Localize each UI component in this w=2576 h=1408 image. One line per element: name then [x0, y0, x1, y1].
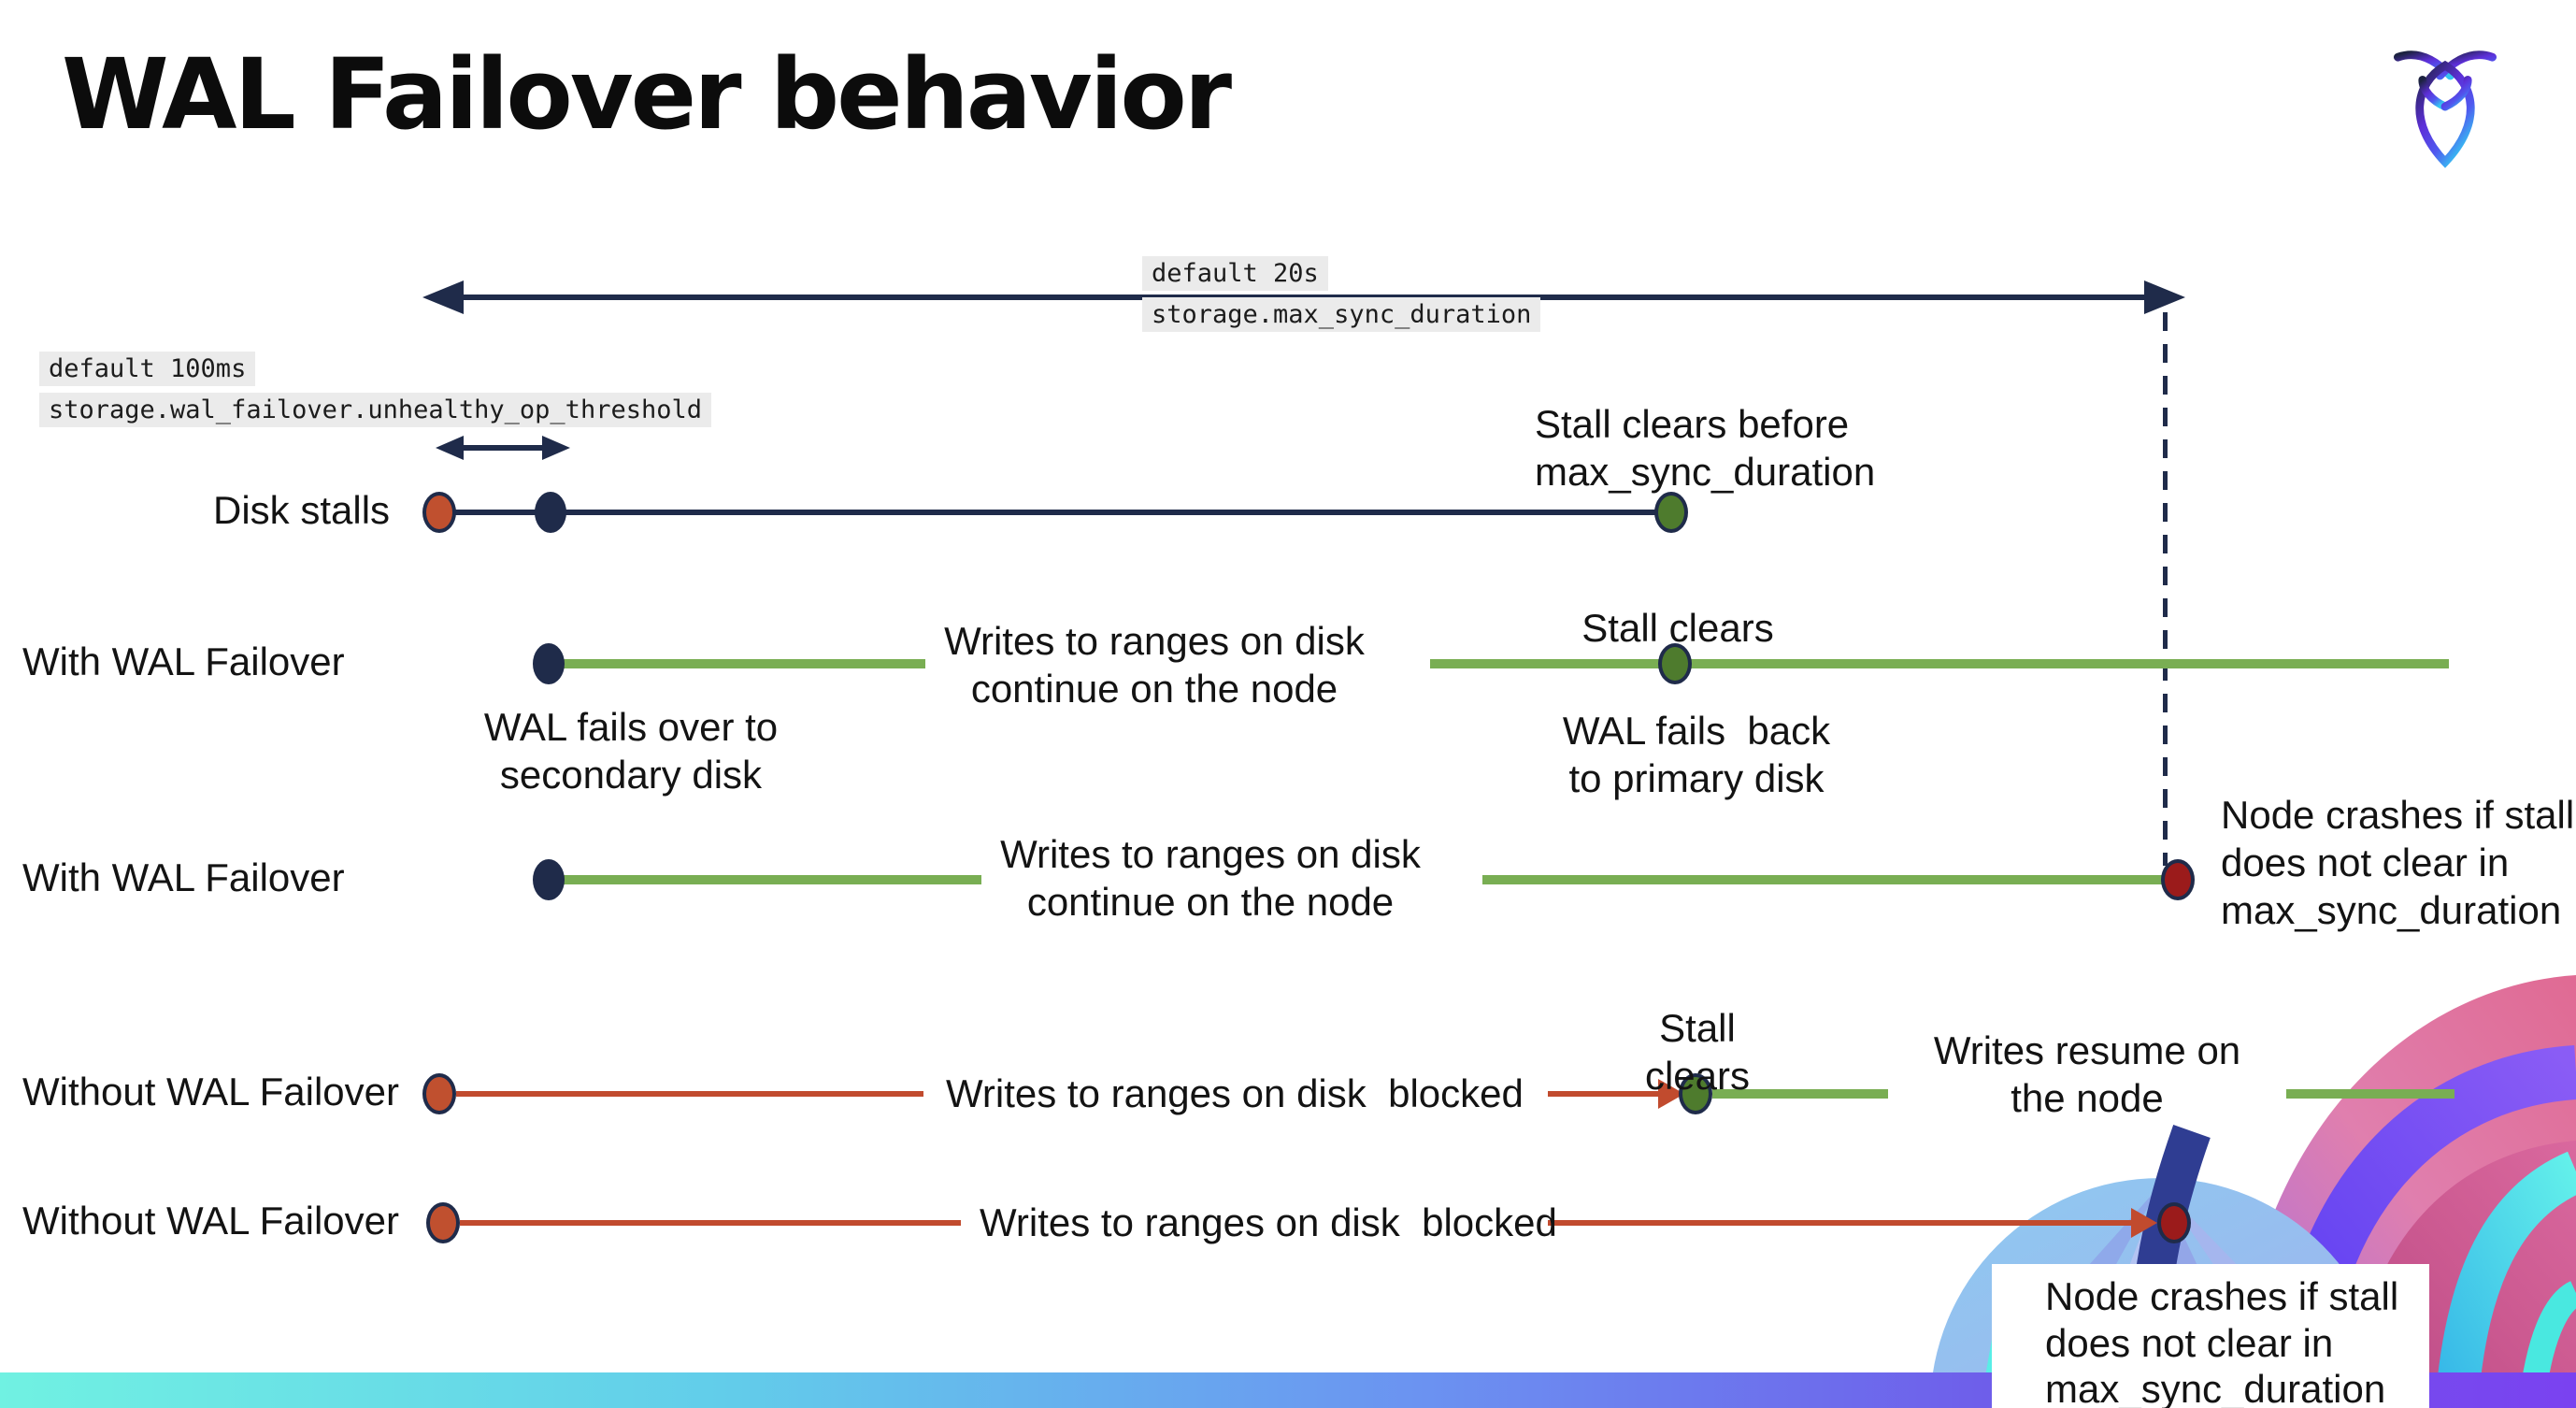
writes-continue-note: Writes to ranges on disk continue on the… [1000, 832, 1421, 925]
max-sync-deadline-dashed-line [2163, 312, 2168, 866]
disk-stall-timeline [439, 510, 1671, 515]
row-label-without-wal-failover: Without WAL Failover [22, 1199, 399, 1243]
crash-note-card [1992, 1264, 2429, 1408]
arrowhead-right-icon [542, 436, 570, 460]
threshold-dot [535, 492, 566, 533]
stall-clears-note: Stall clears [1644, 1006, 1751, 1099]
blocked-writes-line [460, 1220, 961, 1226]
failover-to-secondary-note: WAL fails over to secondary disk [483, 705, 779, 797]
writes-resume-note: Writes resume on the node [1933, 1028, 2241, 1121]
healthy-writes-line [563, 875, 981, 884]
arrowhead-right-icon [2131, 1208, 2157, 1238]
node-crash-note: Node crashes if stall does not clear in … [2045, 1274, 2399, 1408]
healthy-writes-line [563, 659, 925, 668]
max-sync-duration-label: default 20s storage.max_sync_duration [1142, 256, 1541, 333]
setting-default-value: default 100ms [39, 352, 256, 387]
unhealthy-op-threshold-label: default 100ms storage.wal_failover.unhea… [39, 352, 711, 428]
row-label-with-wal-failover: With WAL Failover [22, 639, 345, 683]
node-crash-note: Node crashes if stall does not clear in … [2221, 793, 2575, 933]
stall-clears-dot [1658, 643, 1692, 684]
stall-start-dot [422, 492, 456, 533]
writes-continue-note: Writes to ranges on disk continue on the… [944, 619, 1365, 711]
blocked-writes-line [456, 1091, 923, 1097]
healthy-writes-line [1430, 659, 2449, 668]
healthy-writes-line [1712, 1089, 1888, 1099]
page-title: WAL Failover behavior [62, 37, 1232, 151]
blocked-writes-line [1548, 1220, 2137, 1226]
node-crash-dot [2157, 1202, 2191, 1243]
threshold-span-line [462, 445, 544, 451]
stall-start-dot [426, 1202, 460, 1243]
stall-clears-note: Stall clears [1581, 606, 1774, 650]
row-label-without-wal-failover: Without WAL Failover [22, 1070, 399, 1113]
writes-blocked-note: Writes to ranges on disk blocked [946, 1071, 1524, 1115]
arrowhead-left-icon [422, 280, 464, 314]
row-label-with-wal-failover: With WAL Failover [22, 855, 345, 899]
blocked-writes-line [1548, 1091, 1664, 1097]
stall-clears-dot [1679, 1073, 1712, 1114]
failover-dot [533, 859, 565, 900]
failover-dot [533, 643, 565, 684]
stall-start-dot [422, 1073, 456, 1114]
setting-default-value: default 20s [1142, 256, 1328, 292]
writes-blocked-note: Writes to ranges on disk blocked [980, 1200, 1557, 1244]
arrowhead-right-icon [2144, 280, 2185, 314]
healthy-writes-line [1482, 875, 2165, 884]
arrowhead-left-icon [436, 436, 464, 460]
row-label-disk-stalls: Disk stalls [213, 488, 391, 532]
healthy-writes-line [2286, 1089, 2454, 1099]
max-sync-duration-span-line [441, 295, 2167, 300]
setting-name: storage.wal_failover.unhealthy_op_thresh… [39, 393, 711, 428]
node-crash-dot [2161, 859, 2195, 900]
stall-clears-before-note: Stall clears before max_sync_duration [1535, 402, 1876, 495]
setting-name: storage.max_sync_duration [1142, 297, 1541, 333]
cockroachdb-logo-icon [2394, 50, 2497, 168]
failback-to-primary-note: WAL fails back to primary disk [1562, 709, 1831, 801]
stall-clears-dot [1654, 492, 1688, 533]
